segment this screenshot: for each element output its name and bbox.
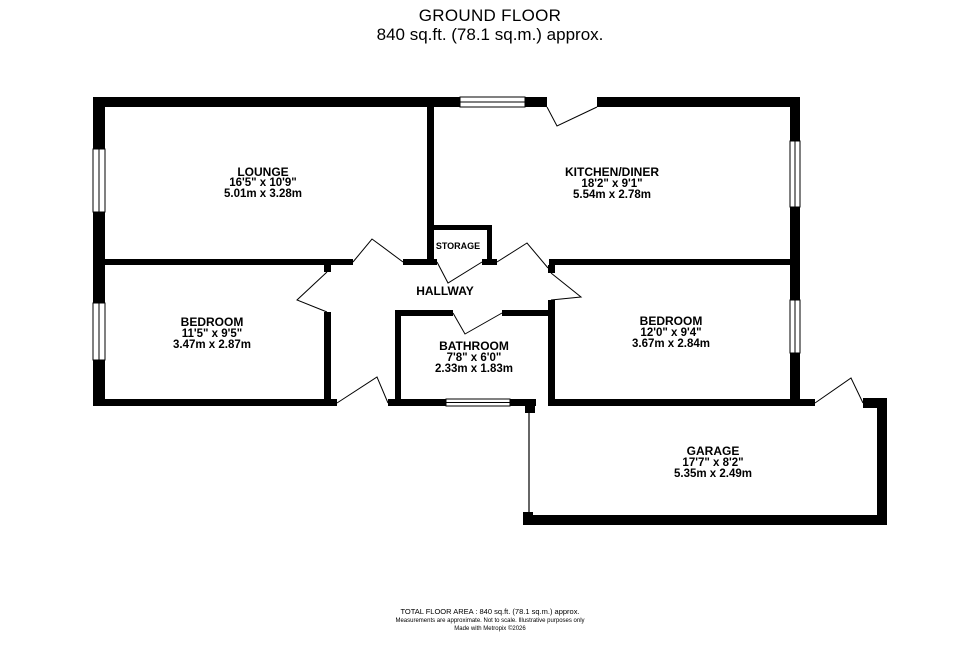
floor-area-subtitle: 840 sq.ft. (78.1 sq.m.) approx. bbox=[376, 25, 604, 44]
wall-storage-top bbox=[427, 225, 492, 230]
kitchen-imperial: 18'2" x 9'1" bbox=[581, 178, 642, 190]
door-bedroom1 bbox=[296, 271, 328, 313]
room-labels: LOUNGE 16'5" x 10'9" 5.01m x 3.28m KITCH… bbox=[173, 165, 752, 480]
bathroom-metric: 2.33m x 1.83m bbox=[435, 363, 513, 375]
window-bedroom2-right bbox=[789, 299, 801, 354]
bedroom2-metric: 3.67m x 2.84m bbox=[632, 338, 710, 350]
lounge-imperial: 16'5" x 10'9" bbox=[229, 177, 297, 189]
disclaimer: Measurements are approximate. Not to sca… bbox=[395, 618, 585, 624]
hallway-name: HALLWAY bbox=[416, 284, 474, 298]
wall-storage-bottom bbox=[482, 259, 497, 265]
door-kitchen-hall bbox=[496, 242, 549, 269]
door-garage bbox=[814, 377, 864, 404]
wall-storage-right bbox=[487, 225, 492, 265]
doors bbox=[296, 106, 864, 404]
door-bathroom bbox=[452, 312, 503, 335]
window-bathroom-bottom bbox=[445, 398, 511, 407]
kitchen-metric: 5.54m x 2.78m bbox=[573, 189, 651, 201]
windows bbox=[92, 96, 801, 407]
bathroom-name: BATHROOM bbox=[439, 339, 509, 353]
door-kitchen-entrance bbox=[546, 106, 598, 127]
wall-right-1 bbox=[790, 97, 800, 141]
lounge-name: LOUNGE bbox=[237, 165, 288, 179]
wall-bedroom1-bottom bbox=[93, 399, 337, 406]
wall-bedroom1-stub bbox=[324, 265, 331, 272]
wall-top-left bbox=[93, 97, 460, 107]
wall-left-2 bbox=[93, 212, 105, 303]
garage-metric: 5.35m x 2.49m bbox=[674, 468, 752, 480]
wall-kitchen-bottom bbox=[549, 259, 800, 265]
door-storage bbox=[436, 261, 483, 284]
bedroom1-metric: 3.47m x 2.87m bbox=[173, 339, 251, 351]
wall-garage-stub bbox=[525, 399, 535, 413]
bedroom1-name: BEDROOM bbox=[181, 315, 244, 329]
bedroom2-imperial: 12'0" x 9'4" bbox=[640, 327, 701, 339]
credit: Made with Metropix ©2026 bbox=[454, 626, 526, 632]
wall-right-2 bbox=[790, 207, 800, 300]
wall-garage-top-left bbox=[790, 399, 815, 406]
wall-garage-bottom bbox=[523, 515, 887, 525]
wall-garage-right bbox=[877, 398, 887, 525]
door-bedroom2 bbox=[550, 272, 583, 301]
door-front bbox=[336, 376, 389, 404]
wall-top-right bbox=[597, 97, 800, 107]
wall-garage-corner bbox=[523, 512, 533, 525]
bedroom1-imperial: 11'5" x 9'5" bbox=[182, 328, 243, 340]
window-lounge-left bbox=[92, 148, 106, 213]
wall-bath-bottom-1 bbox=[388, 399, 446, 406]
window-bedroom1-left bbox=[92, 302, 106, 361]
window-kitchen-top bbox=[459, 96, 526, 108]
wall-left-1 bbox=[93, 97, 105, 149]
bathroom-imperial: 7'8" x 6'0" bbox=[447, 352, 502, 364]
wall-top-mid bbox=[525, 97, 547, 107]
wall-bedroom1-right bbox=[324, 312, 331, 406]
door-lounge bbox=[352, 238, 404, 263]
window-kitchen-right bbox=[789, 140, 801, 208]
wall-lounge-kitchen bbox=[427, 97, 434, 265]
garage-name: GARAGE bbox=[687, 444, 740, 458]
wall-garage-top-right bbox=[863, 398, 887, 408]
wall-bedroom2-stub bbox=[548, 265, 555, 273]
wall-bath-top-2 bbox=[502, 310, 554, 316]
wall-bedroom2-bottom bbox=[548, 399, 800, 406]
storage-name: STORAGE bbox=[436, 241, 480, 251]
wall-bath-bottom-2 bbox=[510, 399, 536, 406]
wall-lounge-bottom-2 bbox=[403, 259, 437, 265]
wall-bath-left bbox=[395, 310, 401, 406]
kitchen-name: KITCHEN/DINER bbox=[565, 165, 659, 179]
total-floor-area: TOTAL FLOOR AREA : 840 sq.ft. (78.1 sq.m… bbox=[400, 607, 580, 616]
wall-lounge-bottom bbox=[93, 259, 353, 265]
floor-title: GROUND FLOOR bbox=[418, 6, 562, 25]
wall-right-3 bbox=[790, 353, 800, 406]
bedroom2-name: BEDROOM bbox=[640, 314, 703, 328]
wall-bedroom2-left bbox=[548, 300, 555, 406]
lounge-metric: 5.01m x 3.28m bbox=[224, 188, 302, 200]
wall-bath-top-1 bbox=[395, 310, 453, 316]
garage-imperial: 17'7" x 8'2" bbox=[682, 457, 743, 469]
wall-left-3 bbox=[93, 360, 105, 406]
walls bbox=[93, 97, 887, 525]
